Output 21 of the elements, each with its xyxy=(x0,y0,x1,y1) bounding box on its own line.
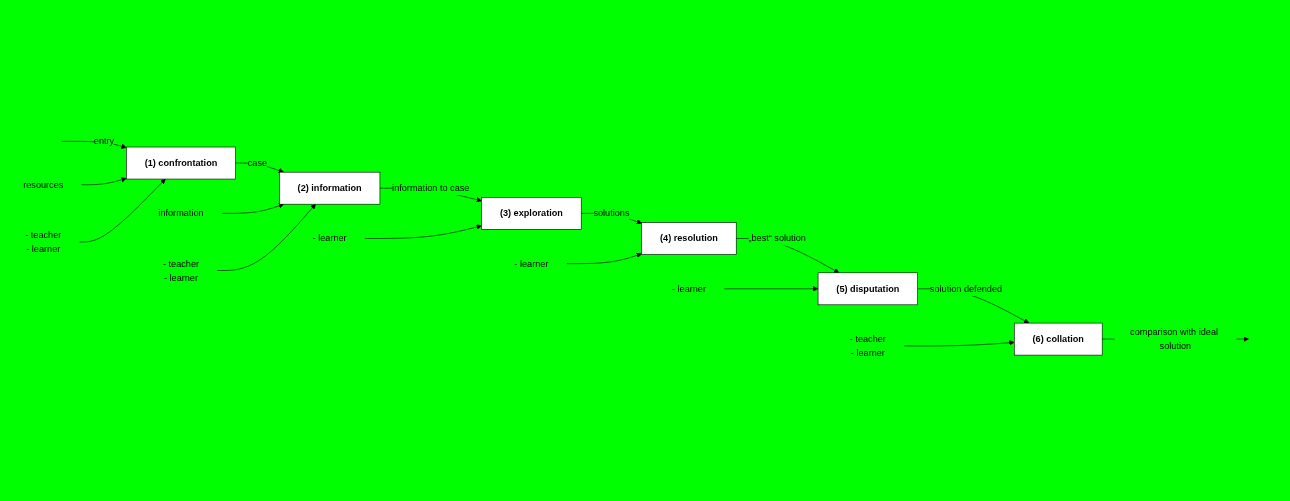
node-text: - teacher - learner xyxy=(162,258,200,283)
edge-label: information to case xyxy=(392,182,470,193)
edge-label: case xyxy=(247,157,268,168)
node-text: - learner xyxy=(671,283,706,294)
node-box: (1) confrontation xyxy=(126,146,236,180)
edge-label: entry xyxy=(93,135,115,147)
edge-label: comparison with ideal solution xyxy=(1130,326,1219,351)
node-box: (3) exploration xyxy=(481,197,582,230)
node-text: - teacher - learner xyxy=(849,333,886,358)
node-text: - teacher - learner xyxy=(25,229,62,254)
node-box: (5) disputation xyxy=(817,272,918,306)
node-box: (4) resolution xyxy=(641,222,737,255)
node-text: - learner xyxy=(514,258,549,269)
node-box: (6) collation xyxy=(1013,322,1103,356)
edge-label: solutions xyxy=(593,207,630,219)
node-box: (2) information xyxy=(279,171,381,205)
node-text: resources xyxy=(23,179,64,190)
edge-label: „best“ solution xyxy=(748,232,806,244)
node-text: - learner xyxy=(312,232,347,244)
edge-label: solution defended xyxy=(929,283,1003,294)
node-text: information xyxy=(158,207,204,219)
